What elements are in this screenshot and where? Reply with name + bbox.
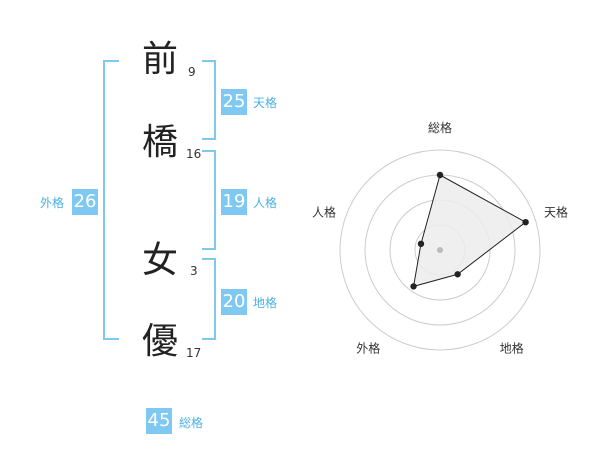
tenkaku-bracket xyxy=(202,60,216,140)
jinkaku-bracket xyxy=(202,150,216,250)
gaikaku-bracket xyxy=(103,60,119,340)
radar-ring xyxy=(389,199,491,301)
name-char-2: 橋 xyxy=(141,122,178,163)
radar-point xyxy=(522,218,529,226)
stroke-count-1: 9 xyxy=(188,65,196,79)
radar-axis-label: 天格 xyxy=(544,204,568,219)
radar-axis-label: 総格 xyxy=(428,120,452,135)
gaikaku-label: 外格 xyxy=(40,196,65,210)
radar-axis-label: 外格 xyxy=(356,341,380,356)
radar-axis-label: 地格 xyxy=(500,341,524,356)
soukaku-value: 45 xyxy=(146,408,172,434)
radar-center xyxy=(437,247,443,253)
radar-ring xyxy=(414,224,466,276)
radar-axis-label: 人格 xyxy=(312,204,336,219)
tenkaku-label: 天格 xyxy=(253,96,278,110)
stroke-count-4: 17 xyxy=(186,346,202,360)
tenkaku-value: 25 xyxy=(221,89,247,115)
name-char-4: 優 xyxy=(141,321,178,362)
jinkaku-label: 人格 xyxy=(253,196,278,210)
soukaku-label: 総格 xyxy=(179,416,204,430)
radar-point xyxy=(410,283,417,290)
radar-point xyxy=(417,240,425,248)
radar-point xyxy=(454,271,461,278)
chikaku-value: 20 xyxy=(221,289,247,315)
gaikaku-value: 26 xyxy=(72,189,98,215)
radar-ring xyxy=(339,149,541,351)
radar-point xyxy=(436,171,444,179)
name-char-3: 女 xyxy=(141,240,178,281)
name-char-1: 前 xyxy=(141,39,178,80)
stroke-count-2: 16 xyxy=(186,147,202,161)
chikaku-label: 地格 xyxy=(253,296,278,310)
chikaku-bracket xyxy=(202,258,216,340)
stroke-count-3: 3 xyxy=(190,264,198,278)
jinkaku-value: 19 xyxy=(221,189,247,215)
radar-area xyxy=(412,174,527,288)
radar-ring xyxy=(364,174,516,326)
